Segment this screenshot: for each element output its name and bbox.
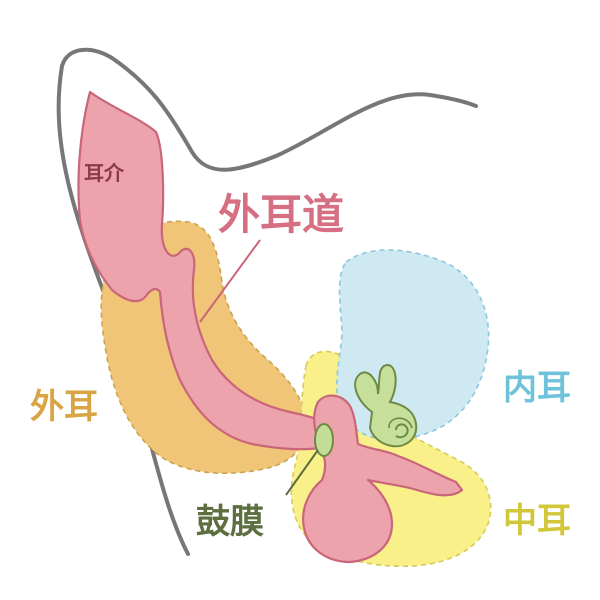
label-middle-ear: 中耳 [503,501,571,541]
label-inner-ear: 内耳 [503,368,571,408]
label-ear-canal: 外耳道 [218,190,345,239]
cochlea-icon [354,364,418,448]
eardrum [314,423,334,457]
eardrum-leader-line [285,449,319,496]
label-outer-ear: 外耳 [30,387,98,427]
inner-ear-region [336,249,490,441]
label-eardrum: 鼓膜 [196,502,264,542]
label-auricle: 耳介 [84,161,124,185]
ear-canal-leader-line [199,239,261,323]
middle-ear-cavity [302,394,464,564]
